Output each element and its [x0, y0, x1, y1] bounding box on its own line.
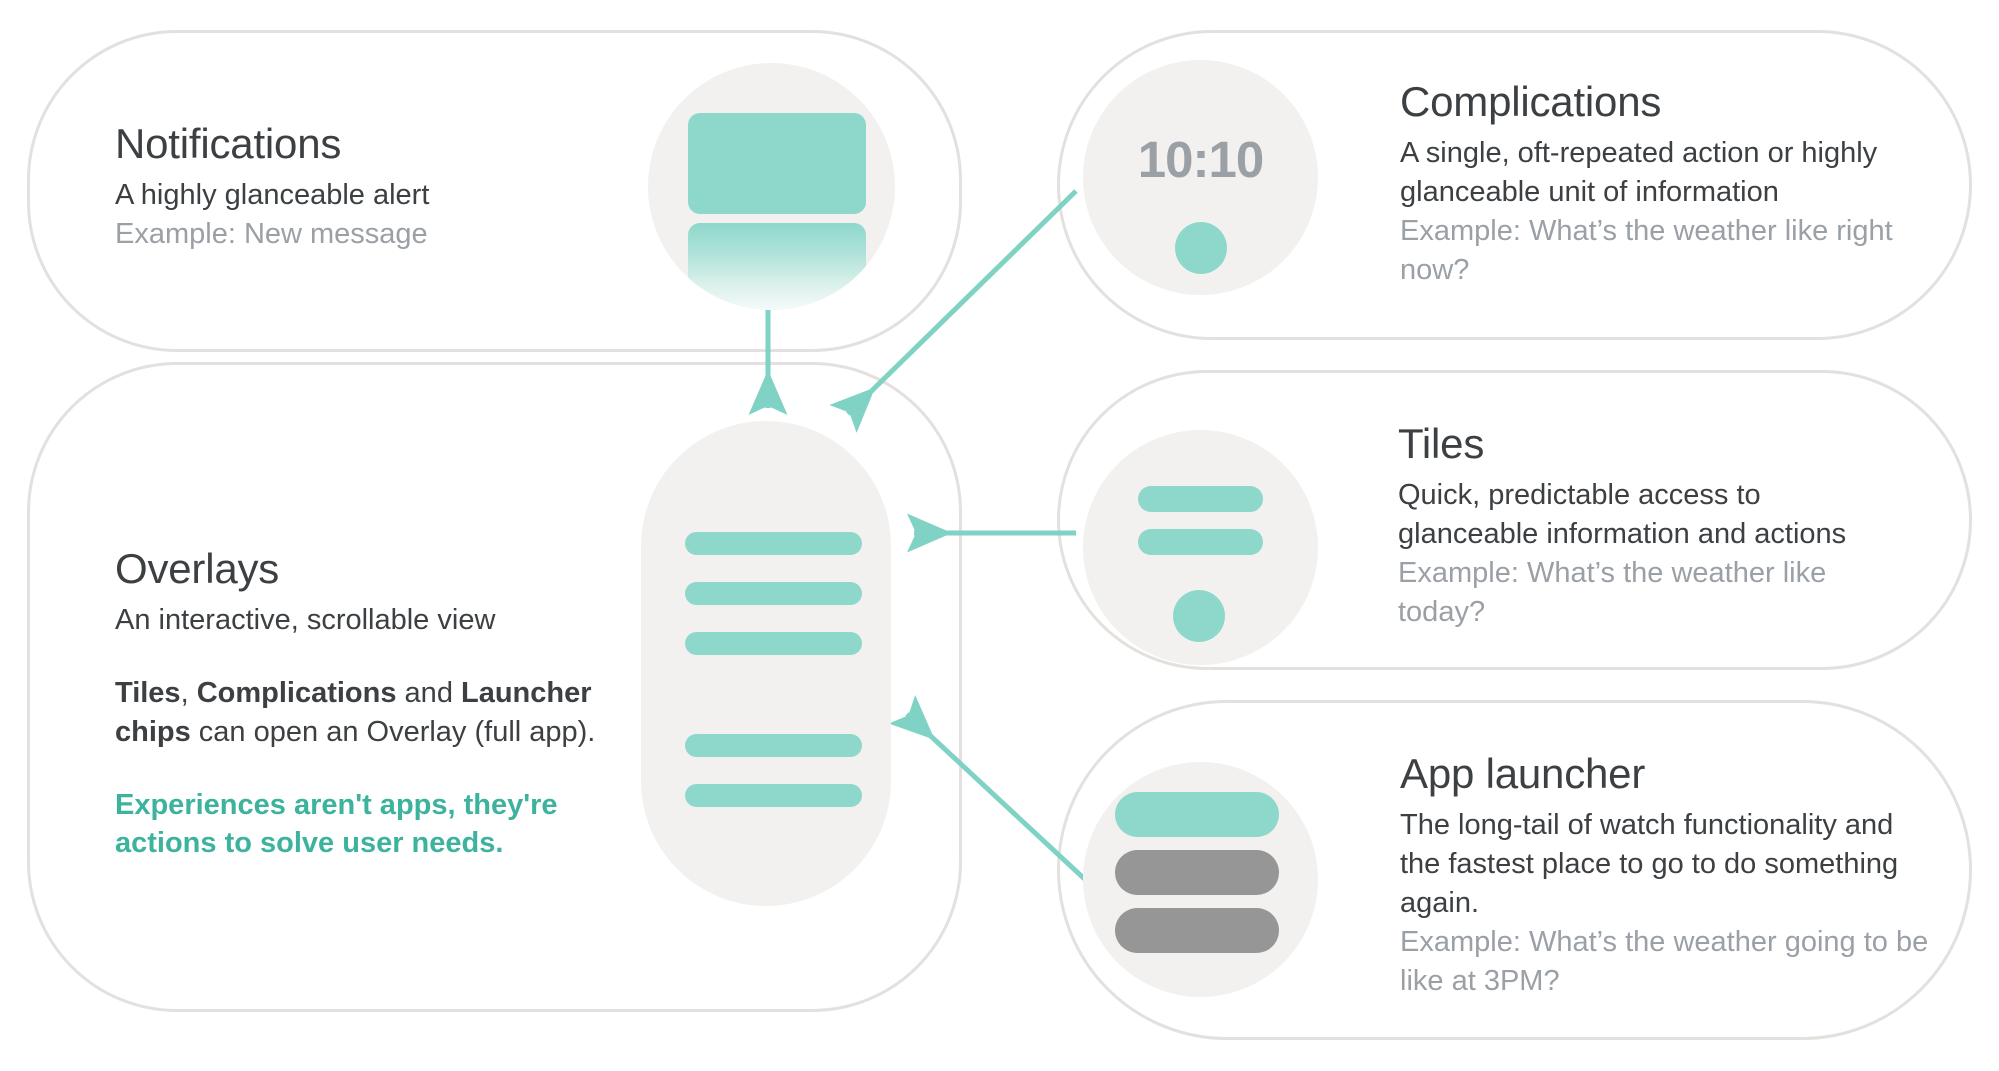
notifications-text-block: Notifications A highly glanceable alert … — [115, 120, 515, 254]
overlays-detail-tail: can open an Overlay (full app). — [190, 716, 596, 749]
overlays-detail-bold-launcher-chips: Launcher chips — [115, 677, 592, 749]
complications-description: A single, oft-repeated action or highly … — [1400, 137, 1878, 209]
tile-dot-icon — [1173, 590, 1225, 642]
overlays-detail-bold-complications: Complications — [196, 677, 397, 710]
card-complications — [1057, 30, 1972, 340]
overlays-text-block: Overlays An interactive, scrollable view… — [115, 545, 615, 862]
tiles-description: Quick, predictable access to glanceable … — [1398, 479, 1847, 551]
app-launcher-title: App launcher — [1400, 750, 1646, 797]
overlays-detail-bold-tiles: Tiles — [115, 677, 181, 710]
tiles-title: Tiles — [1398, 420, 1485, 467]
app-launcher-example: Example: What’s the weather going to be … — [1400, 925, 1929, 997]
overlays-detail-sep1: , — [180, 677, 197, 710]
notification-graphic — [648, 63, 895, 310]
overlays-description: An interactive, scrollable view — [115, 604, 496, 637]
complications-title: Complications — [1400, 78, 1662, 125]
overlay-bar-icon-5 — [685, 784, 862, 807]
complications-text-block: Complications A single, oft-repeated act… — [1400, 78, 1930, 290]
launcher-chip-icon-2 — [1115, 850, 1279, 895]
overlays-title: Overlays — [115, 545, 280, 592]
overlays-callout: Experiences aren't apps, they're actions… — [115, 788, 558, 860]
card-tiles — [1057, 370, 1972, 670]
overlays-detail: Tiles, Complications and Launcher chips … — [115, 674, 615, 752]
overlay-bar-icon-4 — [685, 734, 862, 757]
notification-card-top-icon — [688, 113, 866, 214]
overlay-bar-icon-2 — [685, 582, 862, 605]
app-launcher-description: The long-tail of watch functionality and… — [1400, 809, 1899, 920]
app-launcher-graphic — [1083, 762, 1318, 997]
overlays-detail-sep2: and — [396, 677, 461, 710]
app-launcher-text-block: App launcher The long-tail of watch func… — [1400, 750, 1930, 1001]
complications-graphic: 10:10 — [1083, 60, 1318, 295]
notification-card-fade-icon — [688, 223, 866, 310]
tile-bar-icon-2 — [1138, 529, 1263, 555]
notifications-example: Example: New message — [115, 218, 428, 251]
spacer — [115, 640, 615, 674]
overlay-pill-graphic — [641, 421, 891, 906]
overlay-bar-icon-3 — [685, 632, 862, 655]
complication-dot-icon — [1175, 222, 1227, 274]
card-overlays — [27, 362, 962, 1012]
tile-bar-icon-1 — [1138, 486, 1263, 512]
tiles-graphic — [1083, 430, 1318, 665]
spacer — [115, 752, 615, 786]
launcher-chip-icon-3 — [1115, 908, 1279, 953]
launcher-chip-icon-1 — [1115, 792, 1279, 837]
watch-face-time: 10:10 — [1137, 131, 1264, 188]
notifications-title: Notifications — [115, 120, 342, 167]
notifications-description: A highly glanceable alert — [115, 179, 430, 212]
complications-example: Example: What’s the weather like right n… — [1400, 215, 1893, 286]
tiles-text-block: Tiles Quick, predictable access to glanc… — [1398, 420, 1868, 632]
tiles-example: Example: What’s the weather like today? — [1398, 557, 1827, 628]
overlay-bar-icon-1 — [685, 532, 862, 555]
